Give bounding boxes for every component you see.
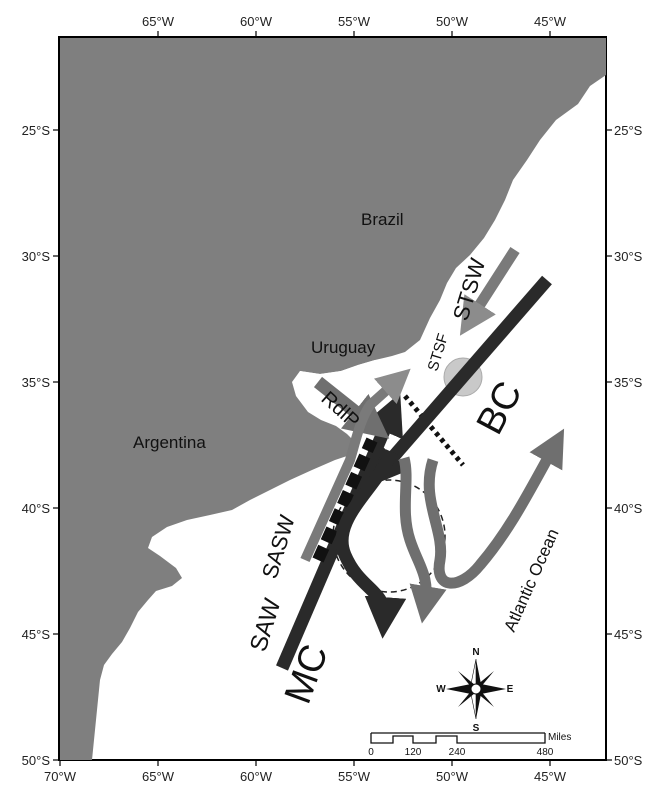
tick-right-25s: 25°S (614, 123, 643, 138)
scale-label-120: 120 (405, 747, 422, 758)
tick-right-50s: 50°S (614, 753, 643, 768)
tick-top-45w: 45°W (534, 14, 567, 29)
tick-left-40s: 40°S (22, 501, 51, 516)
tick-left-50s: 50°S (22, 753, 51, 768)
label-argentina: Argentina (133, 433, 206, 452)
compass-w: W (436, 684, 446, 695)
compass-n: N (472, 647, 479, 658)
label-brazil: Brazil (361, 210, 404, 229)
compass-s: S (473, 723, 480, 734)
sasw-current-arrow (300, 368, 411, 563)
brazil-return-meander-arrow (398, 456, 447, 624)
tick-left-45s: 45°S (22, 627, 51, 642)
land-mass (60, 38, 606, 760)
tick-right-30s: 30°S (614, 249, 643, 264)
label-uruguay: Uruguay (311, 338, 376, 357)
tick-bottom-70w: 70°W (44, 769, 77, 784)
malvinas-meander-arrow (335, 449, 407, 639)
offshore-current-arrow (423, 428, 565, 589)
tick-bottom-45w: 45°W (534, 769, 567, 784)
tick-left-30s: 30°S (22, 249, 51, 264)
sasw-dashed-band (312, 437, 378, 563)
tick-top-50w: 50°W (436, 14, 469, 29)
tick-left-35s: 35°S (22, 375, 51, 390)
scale-label-240: 240 (449, 747, 466, 758)
brazil-current-arrow (366, 275, 552, 488)
scale-label-480: 480 (537, 747, 554, 758)
compass-rose-icon (446, 658, 506, 720)
tick-bottom-60w: 60°W (240, 769, 273, 784)
tick-right-40s: 40°S (614, 501, 643, 516)
stsf-front-line (403, 394, 465, 467)
tick-bottom-50w: 50°W (436, 769, 469, 784)
rio-de-la-plata-estuary (296, 360, 378, 388)
tick-left-25s: 25°S (22, 123, 51, 138)
tick-top-55w: 55°W (338, 14, 371, 29)
compass-e: E (507, 684, 514, 695)
tick-bottom-65w: 65°W (142, 769, 175, 784)
tick-right-45s: 45°S (614, 627, 643, 642)
tick-right-35s: 35°S (614, 375, 643, 390)
axis-ticks (53, 31, 612, 766)
stsw-current-arrow (459, 247, 520, 336)
tick-top-65w: 65°W (142, 14, 175, 29)
scale-unit: Miles (548, 732, 571, 743)
tick-bottom-55w: 55°W (338, 769, 371, 784)
scale-bar (370, 732, 546, 744)
scale-label-0: 0 (368, 747, 374, 758)
tick-top-60w: 60°W (240, 14, 273, 29)
